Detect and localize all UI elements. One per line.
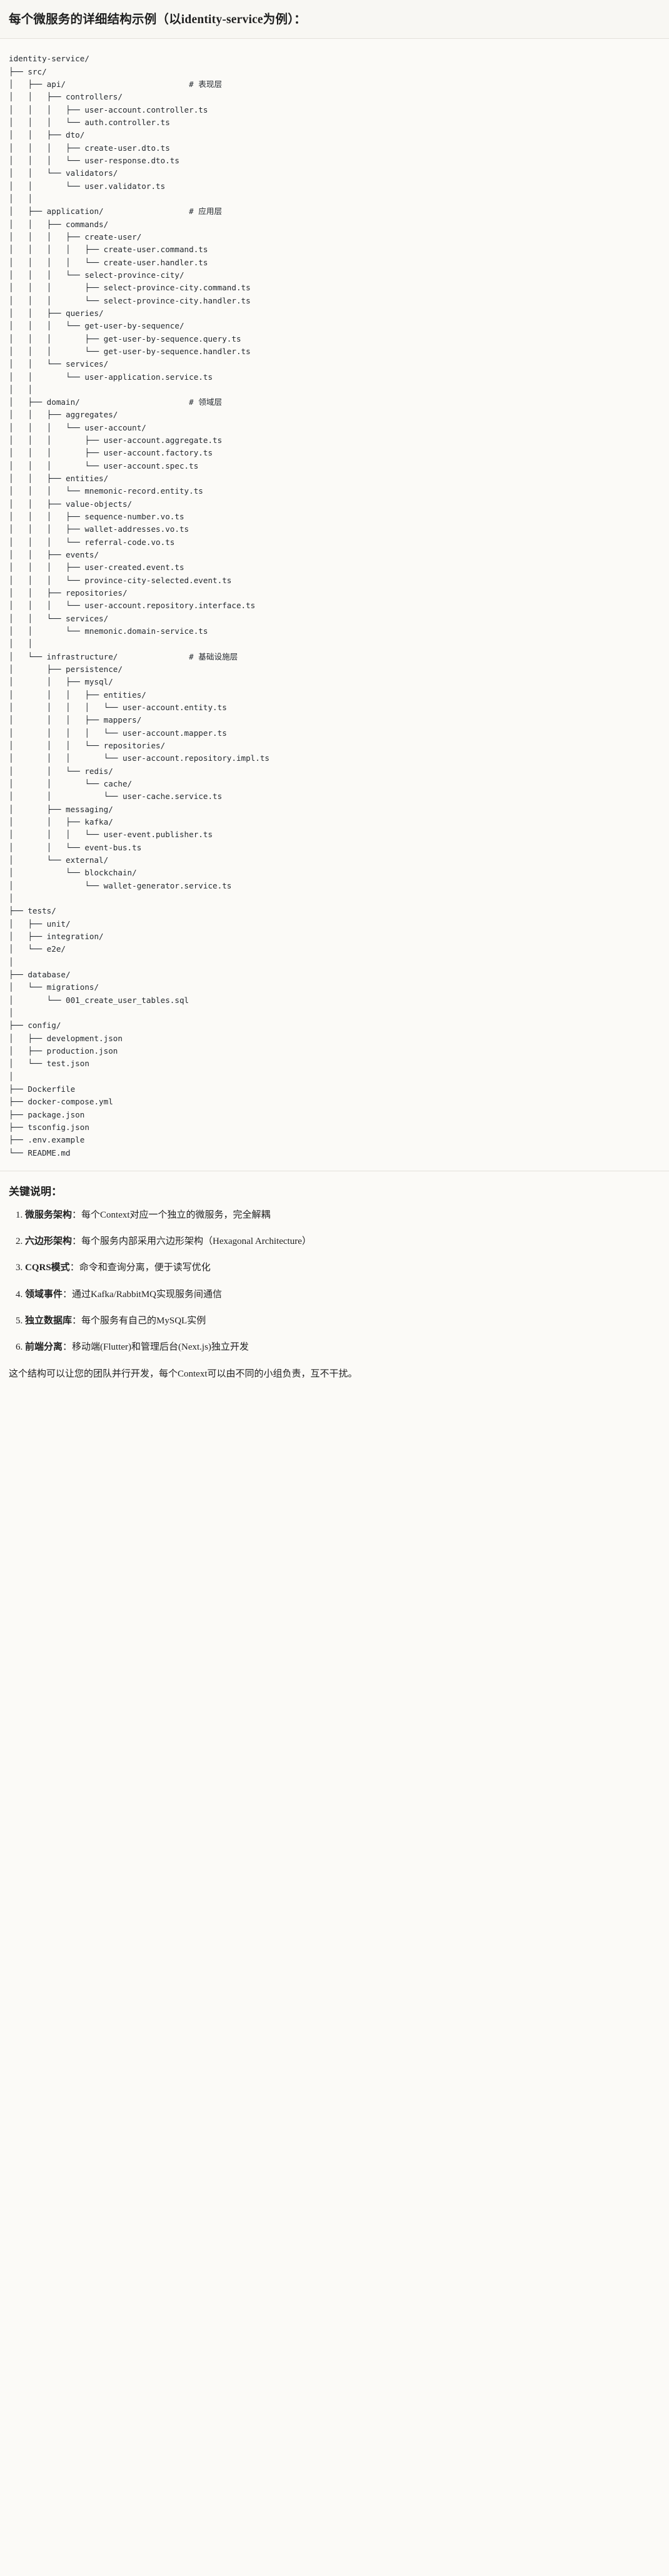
note-desc: ：每个服务内部采用六边形架构（Hexagonal Architecture） <box>72 1236 311 1247</box>
list-item: 领域事件：通过Kafka/RabbitMQ实现服务间通信 <box>25 1288 660 1302</box>
note-term: 六边形架构 <box>25 1236 73 1247</box>
note-term: 独立数据库 <box>25 1315 73 1326</box>
key-notes-list: 微服务架构：每个Context对应一个独立的微服务，完全解耦 六边形架构：每个服… <box>9 1208 660 1355</box>
list-item: CQRS模式：命令和查询分离，便于读写优化 <box>25 1261 660 1275</box>
note-desc: ：每个Context对应一个独立的微服务，完全解耦 <box>72 1209 271 1220</box>
note-term: 前端分离 <box>25 1342 63 1353</box>
note-desc: ：命令和查询分离，便于读写优化 <box>69 1263 211 1273</box>
note-term: CQRS模式 <box>25 1263 70 1273</box>
key-notes-block: 关键说明： 微服务架构：每个Context对应一个独立的微服务，完全解耦 六边形… <box>0 1171 669 1388</box>
note-desc: ：每个服务有自己的MySQL实例 <box>72 1315 206 1326</box>
note-term: 微服务架构 <box>25 1209 73 1220</box>
list-item: 六边形架构：每个服务内部采用六边形架构（Hexagonal Architectu… <box>25 1235 660 1249</box>
directory-tree: identity-service/ ├── src/ │ ├── api/ # … <box>9 54 270 1158</box>
closing-paragraph: 这个结构可以让您的团队并行开发，每个Context可以由不同的小组负责，互不干扰… <box>9 1369 358 1380</box>
note-term: 领域事件 <box>25 1289 63 1300</box>
note-desc: ：移动端(Flutter)和管理后台(Next.js)独立开发 <box>63 1342 249 1353</box>
note-desc: ：通过Kafka/RabbitMQ实现服务间通信 <box>63 1289 222 1300</box>
directory-tree-block: identity-service/ ├── src/ │ ├── api/ # … <box>0 39 669 1171</box>
key-notes-title: 关键说明： <box>9 1185 62 1198</box>
title-block: 每个微服务的详细结构示例（以identity-service为例）： <box>0 0 669 39</box>
document-page: 每个微服务的详细结构示例（以identity-service为例）： ident… <box>0 0 669 1388</box>
list-item: 微服务架构：每个Context对应一个独立的微服务，完全解耦 <box>25 1208 660 1223</box>
list-item: 独立数据库：每个服务有自己的MySQL实例 <box>25 1314 660 1328</box>
page-title: 每个微服务的详细结构示例（以identity-service为例）： <box>9 13 306 26</box>
list-item: 前端分离：移动端(Flutter)和管理后台(Next.js)独立开发 <box>25 1340 660 1355</box>
